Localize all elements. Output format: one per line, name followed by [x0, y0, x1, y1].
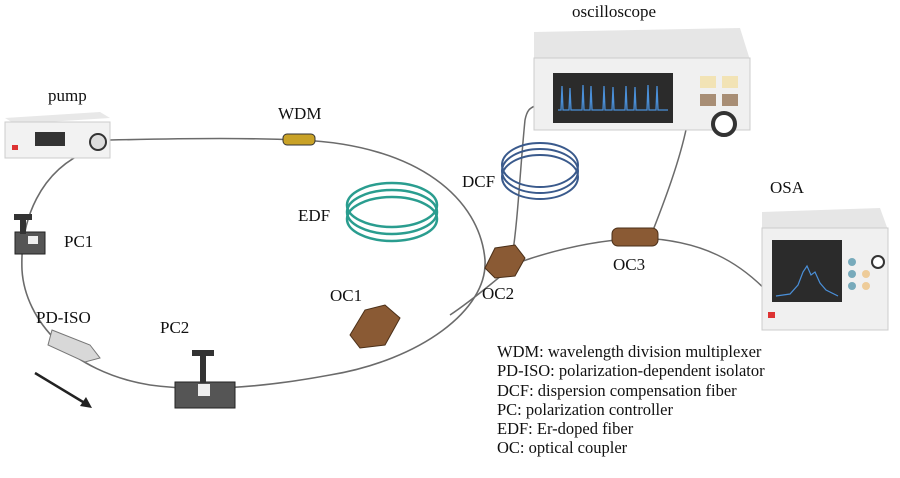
oc2-label: OC2: [482, 284, 515, 303]
pd-iso-label: PD-ISO: [36, 308, 91, 327]
scope-fiber: [649, 124, 688, 239]
legend-item: DCF: dispersion compensation fiber: [497, 380, 737, 400]
pc1-component: [14, 214, 46, 255]
oc1-component: [349, 304, 401, 349]
osa-spectrum: [775, 264, 839, 297]
pc2-label: PC2: [160, 318, 190, 337]
oscilloscope-device: [533, 28, 751, 137]
pump-label: pump: [48, 86, 87, 105]
pc1-label: PC1: [64, 232, 94, 251]
oc3-label: OC3: [613, 255, 646, 274]
oc1-label: OC1: [330, 286, 363, 305]
legend-item: EDF: Er-doped fiber: [497, 419, 634, 439]
oscilloscope-trace: [558, 84, 668, 111]
edf-label: EDF: [298, 206, 331, 225]
osa-label: OSA: [770, 178, 805, 197]
edf-coil: [345, 181, 439, 243]
dcf-label: DCF: [462, 172, 496, 191]
pc2-component: [174, 350, 236, 409]
oscilloscope-label: oscilloscope: [572, 2, 657, 21]
oc2-component: [484, 244, 526, 279]
dcf-coil: [501, 142, 579, 200]
pd-iso-component: [34, 329, 101, 408]
legend-item: PC: polarization controller: [497, 399, 673, 419]
dcf-fiber: [511, 105, 536, 259]
legend: WDM: wavelength division multiplexer PD-…: [497, 342, 765, 458]
output-fiber: [449, 237, 776, 316]
legend-item: WDM: wavelength division multiplexer: [497, 342, 762, 361]
legend-item: PD-ISO: polarization-dependent isolator: [497, 361, 765, 381]
pump-device: [4, 112, 111, 159]
wdm-component: [282, 133, 316, 146]
osa-device: [761, 208, 889, 331]
oc3-component: [611, 227, 659, 247]
wdm-label: WDM: [278, 104, 322, 123]
legend-item: OC: optical coupler: [497, 438, 628, 458]
